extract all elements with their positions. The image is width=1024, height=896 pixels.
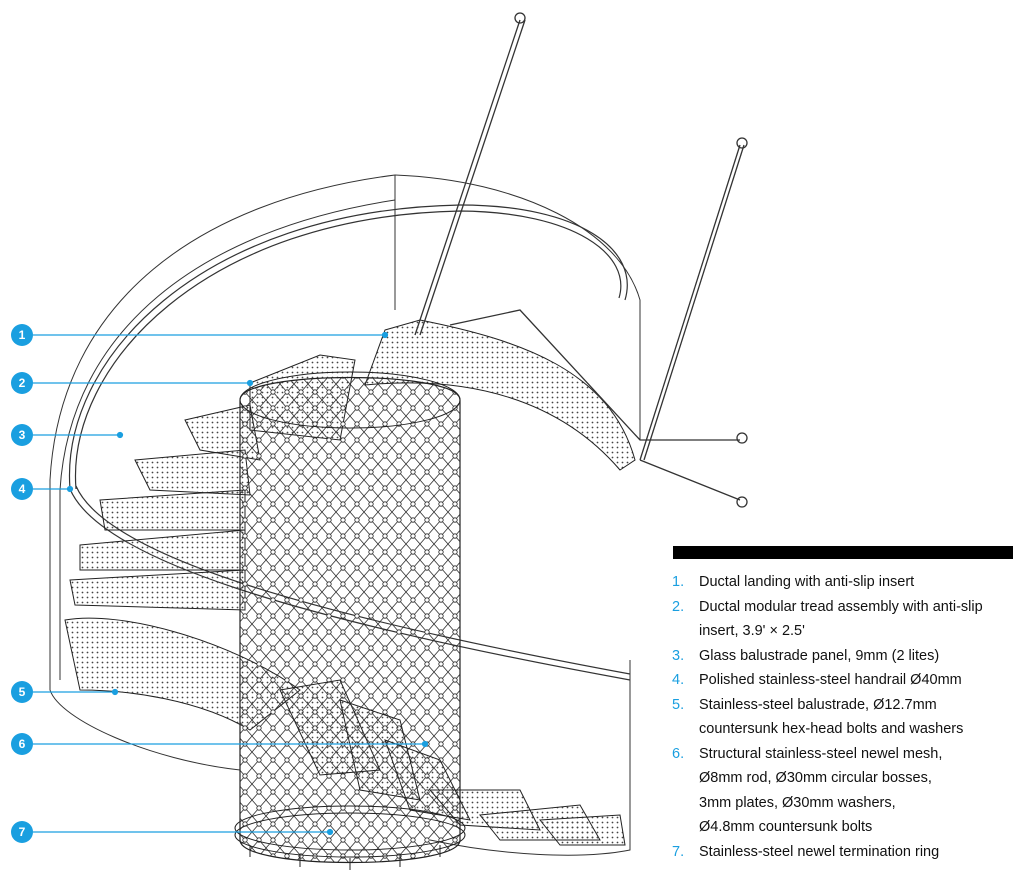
legend-item: 1. Ductal landing with anti-slip insert (672, 570, 1022, 595)
legend-number: 2. (672, 598, 685, 615)
legend-item: 3. Glass balustrade panel, 9mm (2 lites) (672, 644, 1022, 669)
legend-text: insert, 3.9' × 2.5' (699, 623, 805, 639)
legend-text: Glass balustrade panel, 9mm (2 lites) (699, 647, 940, 664)
legend-number: 4. (672, 672, 685, 688)
legend-list: 1. Ductal landing with anti-slip insert 2… (672, 570, 1022, 864)
termination-ring (234, 805, 466, 870)
legend-number: 6. (672, 745, 685, 762)
legend-item: 6. Structural stainless-steel newel mesh,… (672, 742, 1022, 840)
callout-4: 4 (11, 478, 33, 500)
legend-text: Ø8mm rod, Ø30mm circular bosses, (699, 770, 932, 786)
callout-2: 2 (11, 372, 33, 394)
tension-cables (414, 12, 748, 508)
callout-leaders (33, 331, 429, 836)
legend-header-bar (673, 546, 1013, 559)
legend-number: 3. (672, 647, 685, 664)
callout-6: 6 (11, 733, 33, 755)
legend-text: Ø4.8mm countersunk bolts (699, 819, 873, 835)
callout-5: 5 (11, 681, 33, 703)
legend-number: 1. (672, 574, 685, 590)
legend-text: Ductal landing with anti-slip insert (699, 574, 915, 590)
legend-text: Polished stainless-steel handrail Ø40mm (699, 672, 962, 688)
legend-number: 5. (672, 696, 685, 713)
legend-number: 7. (672, 843, 685, 860)
legend-text: Stainless-steel newel termination ring (699, 843, 940, 860)
callout-7: 7 (11, 821, 33, 843)
legend-item: 7. Stainless-steel newel termination ring (672, 840, 1022, 865)
legend-item: 4. Polished stainless-steel handrail Ø40m… (672, 668, 1022, 693)
legend-text: countersunk hex-head bolts and washers (699, 721, 964, 737)
callout-3: 3 (11, 424, 33, 446)
legend-item: 2. Ductal modular tread assembly with ant… (672, 595, 1022, 644)
legend-text: Ductal modular tread assembly with anti-… (699, 598, 983, 615)
legend-text: 3mm plates, Ø30mm washers, (699, 794, 896, 811)
legend-text: Structural stainless-steel newel mesh, (699, 745, 943, 762)
legend-text: Stainless-steel balustrade, Ø12.7mm (699, 696, 937, 713)
callout-1: 1 (11, 324, 33, 346)
legend-item: 5. Stainless-steel balustrade, Ø12.7mm cou… (672, 693, 1022, 742)
